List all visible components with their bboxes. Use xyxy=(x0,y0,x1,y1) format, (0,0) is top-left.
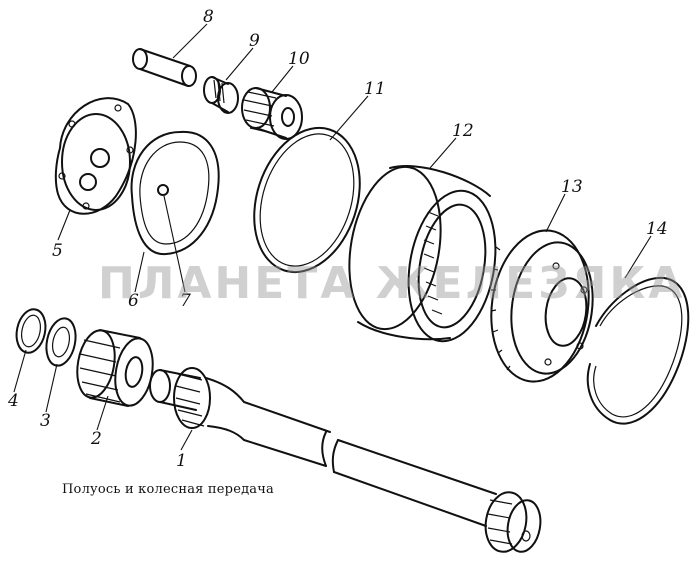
label-part-4: 4 xyxy=(7,391,19,411)
label-part-13: 13 xyxy=(561,177,583,197)
part-o-ring xyxy=(253,126,361,274)
part-retaining-ring xyxy=(586,276,690,425)
figure-caption: Полуось и колесная передача xyxy=(62,482,274,497)
part-small-gear xyxy=(241,87,303,140)
label-part-9: 9 xyxy=(249,31,260,51)
part-axle-shaft xyxy=(149,367,542,553)
part-gasket xyxy=(130,130,220,256)
label-part-7: 7 xyxy=(180,291,191,311)
part-pin xyxy=(132,48,197,87)
label-part-12: 12 xyxy=(452,121,474,141)
part-washer xyxy=(45,317,77,367)
part-ring-gear xyxy=(348,165,497,343)
label-part-1: 1 xyxy=(176,451,187,471)
label-part-2: 2 xyxy=(90,429,102,449)
label-part-5: 5 xyxy=(52,241,63,261)
label-part-10: 10 xyxy=(288,49,310,69)
leader-lines xyxy=(13,23,652,451)
label-part-11: 11 xyxy=(364,79,386,99)
watermark: ПЛАНЕТА ЖЕЛЕЗЯКА xyxy=(98,258,686,309)
part-snap-ring xyxy=(15,308,47,354)
label-part-14: 14 xyxy=(646,219,668,239)
part-needle-bearing xyxy=(203,76,239,114)
part-flange-cover xyxy=(54,97,137,215)
part-sun-gear xyxy=(76,329,154,407)
label-part-3: 3 xyxy=(40,411,51,431)
label-part-6: 6 xyxy=(128,291,139,311)
label-part-8: 8 xyxy=(203,7,214,27)
part-hub-gear xyxy=(490,229,594,383)
